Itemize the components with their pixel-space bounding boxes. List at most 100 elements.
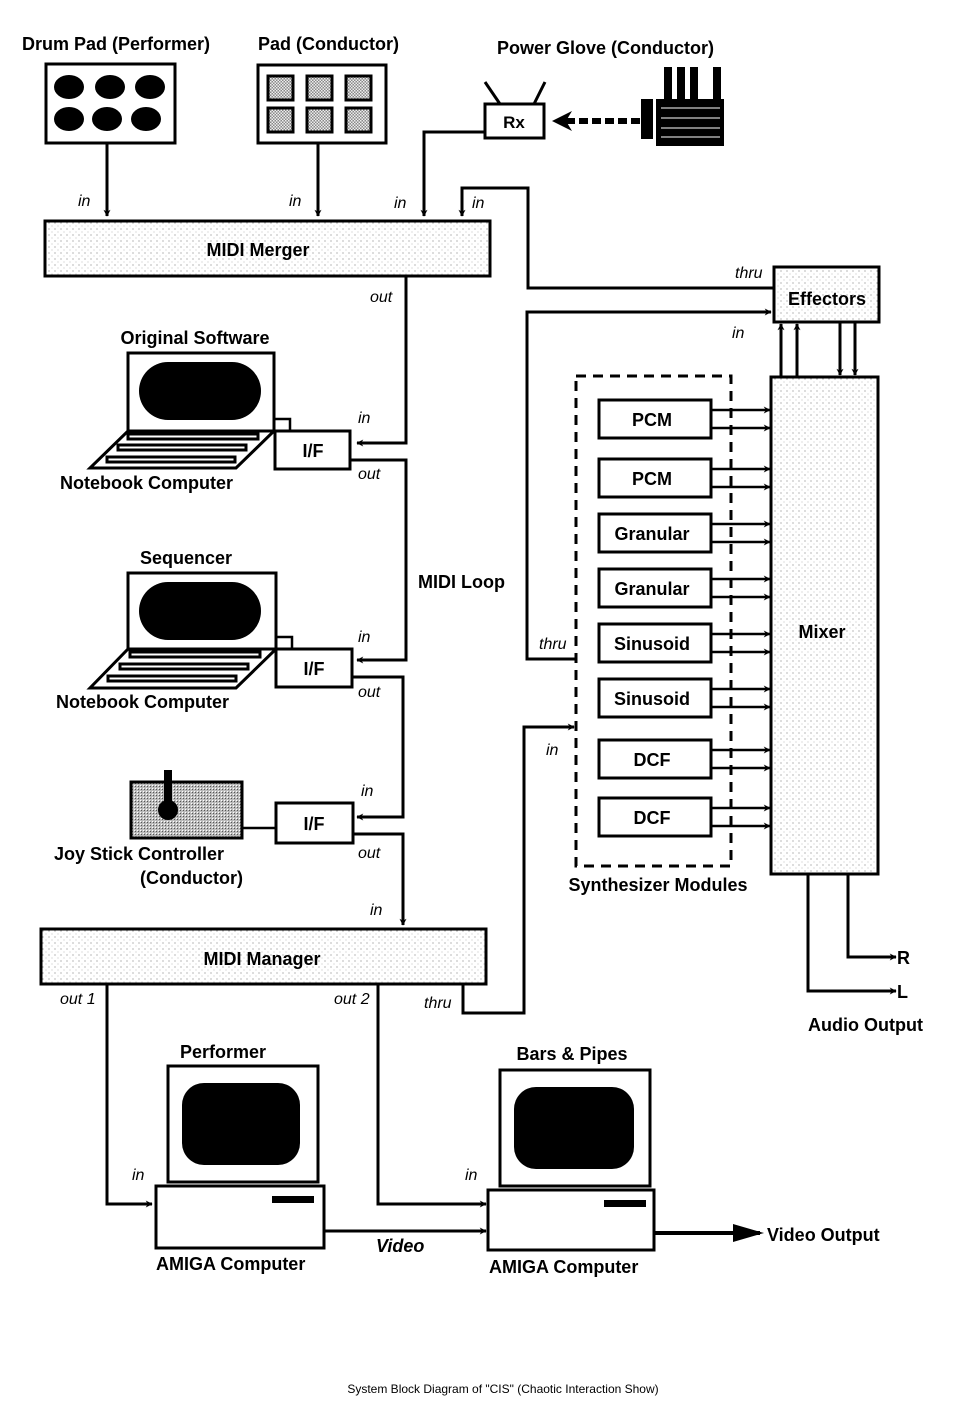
midi-merger: MIDI Merger [43,219,492,278]
pad-conductor: Pad (Conductor) [256,34,399,145]
joystick-icon [164,770,172,810]
audio-left-label: L [897,982,908,1002]
interface-box-1: I/F [273,429,352,471]
pad-square-icon [344,74,373,102]
port-out-label: out [358,684,381,701]
synth-module: DCF [597,796,771,838]
wire-audio-left [806,874,897,995]
synth-module: Granular [597,567,771,609]
wire-effectors-thru-to-merger [458,186,773,290]
synth-module-label: Granular [614,524,689,544]
glove-icon [641,67,724,146]
pad-square-icon [344,106,373,134]
port-thru-label: thru [424,995,452,1012]
drum-pad-performer: Drum Pad (Performer) [22,34,210,145]
if-label: I/F [303,441,324,461]
mixer: Mixer [769,375,880,876]
rx-label: Rx [503,113,525,132]
screen-display [139,582,261,640]
wire-audio-right [846,874,897,961]
synth-module-box [597,738,713,780]
synth-module: Sinusoid [597,677,771,719]
mixer-label: Mixer [798,622,845,642]
amiga-case-icon [486,1188,656,1252]
cable [274,417,292,431]
effectors: Effectors [772,265,881,324]
synth-module-label: PCM [632,469,672,489]
figure-caption: System Block Diagram of "CIS" (Chaotic I… [347,1382,658,1396]
notebook1-label: Notebook Computer [60,473,233,493]
notebook2-title: Sequencer [140,548,232,568]
interface-box-2: I/F [274,647,354,689]
synth-module: DCF [597,738,771,780]
power-glove-label: Power Glove (Conductor) [497,38,714,58]
synth-module-box [597,677,713,719]
drum-pad-icon [135,75,165,99]
synth-module: Granular [597,512,771,554]
if-box [273,429,352,471]
joystick-label: Joy Stick Controller [54,844,224,864]
synthesizer-modules: Synthesizer Modules PCMPCMGranularGranul… [568,374,771,895]
amiga-case-icon [154,1184,326,1250]
rx-receiver: Rx [483,81,547,140]
port-in-label: in [394,195,407,212]
port-out-label: out [370,289,393,306]
wire-midi-loop-2 [352,675,405,821]
rx-box [483,102,546,140]
audio-output-label: Audio Output [808,1015,923,1035]
synth-module-label: Sinusoid [614,634,690,654]
synth-module-box [597,567,713,609]
notebook-computer-sequencer: Sequencer Notebook Computer [56,548,294,712]
notebook1-title: Original Software [120,328,269,348]
mixer-box [769,375,880,876]
port-in-label: in [546,742,559,759]
audio-right-label: R [897,948,910,968]
port-thru-label: thru [539,636,567,653]
amiga-computer-bars-pipes: Bars & Pipes AMIGA Computer [486,1044,656,1277]
arrow-icon [733,1224,764,1242]
synth-module-label: DCF [634,808,671,828]
port-in-label: in [732,325,745,342]
pad-square-icon [305,74,334,102]
synth-module: PCM [597,457,771,499]
if-label: I/F [304,659,325,679]
pad-square-icon [266,106,295,134]
synth-module-box [597,512,713,554]
midi-manager: MIDI Manager [39,927,488,986]
wire-out1-to-amiga1 [105,984,153,1208]
drum-pad-icon [131,107,161,131]
pad-square-icon [305,106,334,134]
power-glove-conductor: Power Glove (Conductor) Rx [483,38,724,146]
wire-midi-loop-1 [350,458,408,664]
port-in-label: in [358,410,371,427]
joystick-base [129,780,244,840]
midi-loop-label: MIDI Loop [418,572,505,592]
port-in-label: in [361,783,374,800]
synth-module-box [597,398,713,440]
if-box [274,801,355,845]
screen-display [139,362,261,420]
wire-manager-thru-to-synth [461,723,575,1015]
port-in-label: in [78,193,91,210]
synth-module: PCM [597,398,771,440]
port-in-label: in [370,902,383,919]
synth-module-label: PCM [632,410,672,430]
port-thru-label: thru [735,265,763,282]
synth-module-box [597,796,713,838]
if-box [274,647,354,689]
port-out1-label: out 1 [60,991,96,1008]
amiga1-label: AMIGA Computer [156,1254,305,1274]
synth-group-border [574,374,733,868]
drum-pad-icon [95,75,125,99]
port-in-label: in [472,195,485,212]
wire-out2-to-amiga2 [376,984,487,1208]
notebook2-label: Notebook Computer [56,692,229,712]
midi-manager-label: MIDI Manager [203,949,320,969]
amiga2-title: Bars & Pipes [516,1044,627,1064]
midi-merger-label: MIDI Merger [206,240,309,260]
floppy-drive-icon [604,1200,646,1207]
interface-box-3: I/F [274,801,355,845]
video-label: Video [376,1236,424,1256]
pad-square-icon [266,74,295,102]
